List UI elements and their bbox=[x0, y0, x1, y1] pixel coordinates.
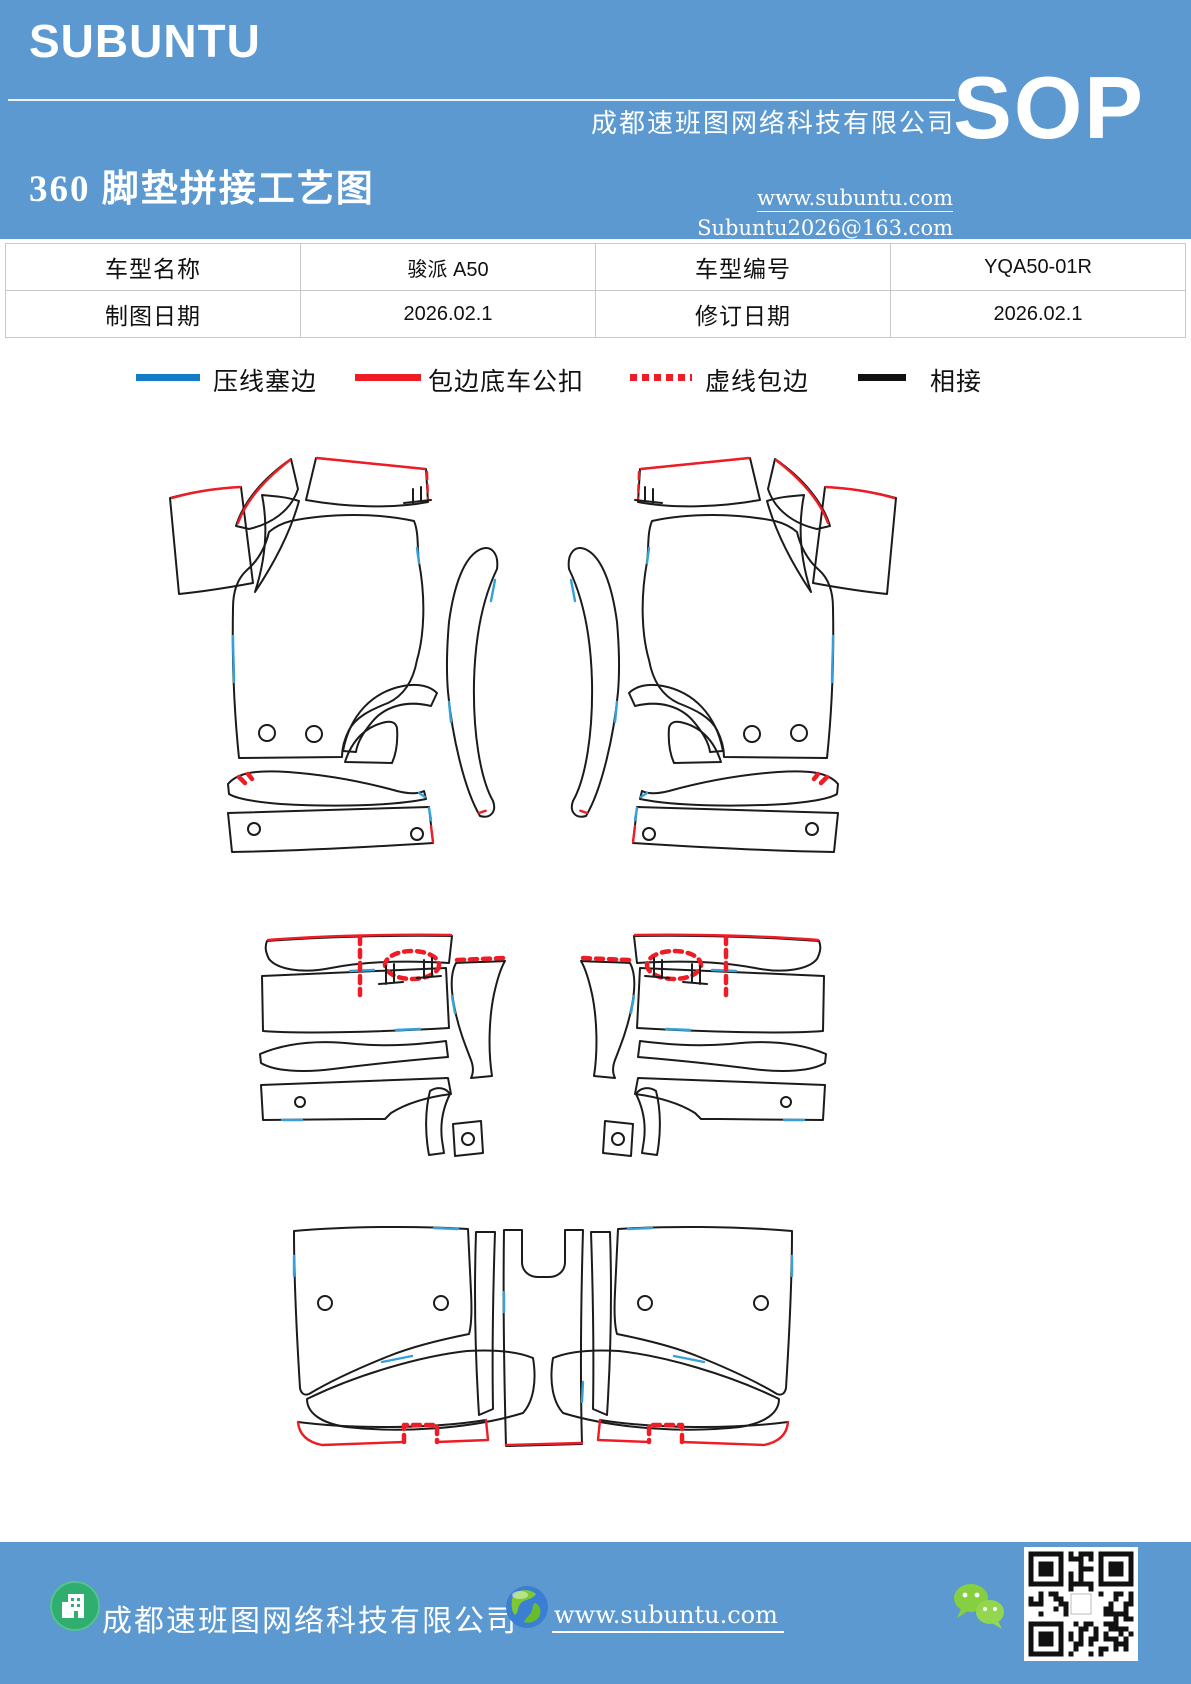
legend-label: 压线塞边 bbox=[213, 369, 318, 396]
draw-date-value: 2026.02.1 bbox=[300, 290, 596, 338]
header-company-name: 成都速班图网络科技有限公司 bbox=[590, 109, 955, 138]
legend-label: 包边底车公扣 bbox=[428, 369, 585, 396]
front-mat-pieces-left bbox=[169, 456, 499, 853]
header-email: Subuntu2026@163.com bbox=[697, 216, 953, 240]
globe-icon bbox=[506, 1586, 548, 1628]
vehicle-info-table: 车型名称 骏派 A50 车型编号 YQA50-01R 制图日期 2026.02.… bbox=[5, 243, 1186, 338]
revise-date-value: 2026.02.1 bbox=[890, 290, 1186, 338]
header-website-link[interactable]: www.subuntu.com bbox=[757, 186, 953, 212]
legend-label: 相接 bbox=[930, 369, 983, 396]
brand-logo: SUBUNTU bbox=[29, 15, 261, 67]
rear-mat-pieces-left bbox=[259, 933, 536, 1447]
model-name-value: 骏派 A50 bbox=[300, 243, 596, 291]
wechat-icon bbox=[954, 1584, 1004, 1629]
table-row: 车型名称 骏派 A50 车型编号 YQA50-01R bbox=[5, 243, 1186, 291]
rear-mat-pieces-right bbox=[551, 935, 826, 1445]
page-title: 360 脚垫拼接工艺图 bbox=[29, 169, 375, 210]
building-icon bbox=[50, 1581, 100, 1631]
legend-swatch-red-dashed bbox=[630, 374, 692, 381]
legend-swatch-red-solid bbox=[355, 374, 421, 381]
header-band: SUBUNTU 360 脚垫拼接工艺图 成都速班图网络科技有限公司 www.su… bbox=[0, 0, 1191, 240]
front-mat-pieces-right bbox=[569, 458, 896, 852]
legend-swatch-black-solid bbox=[858, 374, 906, 381]
model-code-value: YQA50-01R bbox=[890, 243, 1186, 291]
model-name-label: 车型名称 bbox=[5, 243, 301, 291]
qr-code bbox=[1024, 1547, 1138, 1661]
footer-website-link[interactable]: www.subuntu.com bbox=[552, 1601, 784, 1633]
footer-company-name: 成都速班图网络科技有限公司 bbox=[102, 1605, 518, 1638]
revise-date-label: 修订日期 bbox=[595, 290, 891, 338]
sop-badge: SOP bbox=[953, 58, 1145, 157]
table-row: 制图日期 2026.02.1 修订日期 2026.02.1 bbox=[5, 290, 1186, 338]
header-divider bbox=[8, 99, 955, 101]
legend-label: 虚线包边 bbox=[705, 369, 810, 396]
model-code-label: 车型编号 bbox=[595, 243, 891, 291]
rear-mat-center-piece bbox=[502, 1229, 585, 1447]
draw-date-label: 制图日期 bbox=[5, 290, 301, 338]
legend-swatch-blue-solid bbox=[136, 374, 200, 381]
